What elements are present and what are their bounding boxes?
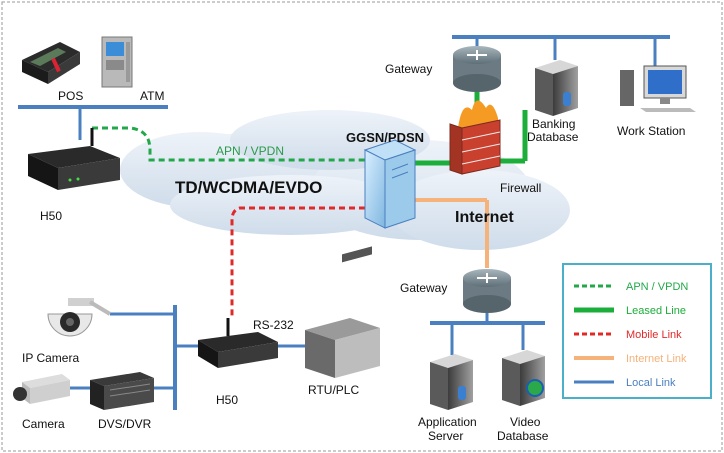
legend-label-mobile-link: Mobile Link — [626, 329, 682, 341]
legend: APN / VPDN Leased Line Mobile Link Inter… — [562, 263, 712, 399]
mobile-link — [230, 206, 365, 318]
rs232-label: RS-232 — [253, 318, 294, 332]
h50-top-icon — [28, 128, 120, 190]
dvs-dvr-icon — [90, 372, 154, 410]
pos-icon — [22, 42, 80, 84]
banking-database-label-2: Database — [527, 130, 579, 144]
h50-bottom-label: H50 — [216, 393, 238, 407]
video-database-label-2: Database — [497, 429, 549, 443]
apn-vpdn-label: APN / VPDN — [216, 144, 284, 158]
application-server-icon — [430, 354, 473, 410]
h50-bottom-icon — [198, 318, 278, 368]
firewall-icon — [449, 100, 501, 175]
ggsn-icon — [363, 139, 417, 229]
apn-vpdn-link — [92, 126, 365, 162]
work-station-icon — [620, 65, 696, 112]
h50-top-label: H50 — [40, 209, 62, 223]
legend-label-local-link: Local Link — [626, 377, 676, 389]
ip-camera-label: IP Camera — [22, 351, 79, 365]
atm-icon — [101, 36, 133, 88]
work-station-label: Work Station — [617, 124, 685, 138]
legend-label-leased-line: Leased Line — [626, 305, 686, 317]
atm-label: ATM — [140, 89, 164, 103]
video-database-label-1: Video — [510, 415, 541, 429]
application-server-label-1: Application — [418, 415, 477, 429]
legend-label-internet-link: Internet Link — [626, 353, 687, 365]
gateway-top-label: Gateway — [385, 62, 432, 76]
gateway-top-icon — [453, 46, 501, 92]
video-database-icon — [502, 350, 545, 406]
gateway-bottom-label: Gateway — [400, 281, 447, 295]
camera-icon — [13, 374, 70, 404]
application-server-label-2: Server — [428, 429, 463, 443]
banking-database-label-1: Banking — [532, 117, 575, 131]
dvs-dvr-label: DVS/DVR — [98, 417, 152, 431]
ggsn-label: GGSN/PDSN — [346, 130, 424, 145]
ip-camera-icon — [47, 298, 112, 337]
rtu-plc-icon — [305, 246, 380, 378]
firewall-label: Firewall — [500, 181, 541, 195]
internet-link — [415, 198, 489, 268]
network-label: TD/WCDMA/EVDO — [175, 178, 322, 197]
legend-label-apn-vpdn: APN / VPDN — [626, 281, 688, 293]
banking-database-icon — [535, 60, 578, 116]
internet-label: Internet — [455, 209, 514, 226]
pos-label: POS — [58, 89, 83, 103]
gateway-bottom-icon — [463, 269, 511, 313]
camera-label: Camera — [22, 417, 65, 431]
rtu-plc-label: RTU/PLC — [308, 383, 359, 397]
